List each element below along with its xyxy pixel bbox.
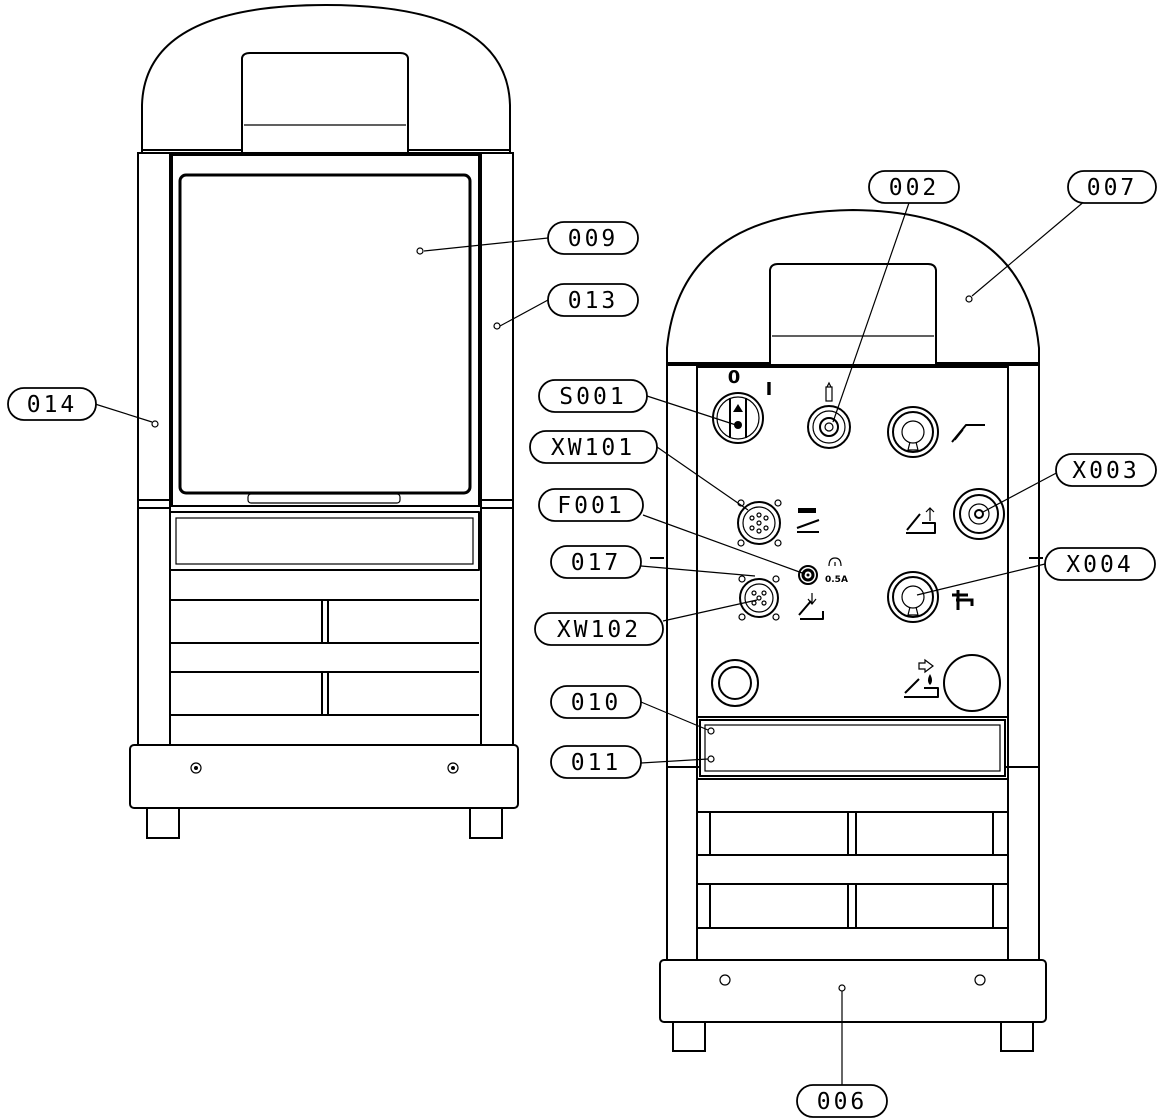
remote-control-icon [796,508,820,533]
callout-014: 014 [7,387,97,421]
output-socket-x004[interactable] [887,571,974,623]
svg-text:XW101: XW101 [551,435,635,461]
svg-text:017: 017 [571,550,622,576]
coolant-icon [904,658,939,698]
side-foot [469,807,503,839]
side-view-unit [129,3,519,839]
side-foot [146,807,180,839]
callout-011: 011 [550,745,642,779]
front-base-screw [719,974,731,986]
output-socket-x003[interactable] [906,488,1005,540]
side-panel [171,154,480,507]
callout-006: 006 [796,1084,888,1118]
callout-013: 013 [547,283,639,317]
callout-f001: F001 [538,488,644,522]
front-foot [1000,1021,1034,1052]
front-base [659,959,1047,1023]
coolant-inlet[interactable] [904,654,1001,712]
callout-xw101: XW101 [529,430,658,464]
control-socket-xw101[interactable] [737,499,820,547]
fuse-icon [828,557,842,567]
svg-text:X004: X004 [1066,552,1133,578]
callout-007: 007 [1067,170,1157,204]
callout-009: 009 [547,221,639,255]
main-switch[interactable]: 0 I [712,367,773,444]
coolant-outlet[interactable] [711,659,759,707]
svg-text:009: 009 [568,226,619,252]
svg-text:013: 013 [568,288,619,314]
fuse-holder[interactable]: 0.5A [798,557,848,585]
switch-on-label: I [766,379,773,400]
front-handle [769,263,937,366]
torch-connector[interactable] [887,406,985,458]
ground-clamp-icon [952,590,974,610]
torch-polarity-icon [906,507,936,534]
callout-010: 010 [550,685,642,719]
svg-text:F001: F001 [557,493,624,519]
callout-s001: S001 [538,379,648,413]
front-base-screw [974,974,986,986]
svg-text:011: 011 [571,750,622,776]
side-handle [241,52,409,156]
rating-plate [699,719,1006,777]
switch-off-label: 0 [728,367,741,388]
svg-text:010: 010 [571,690,622,716]
fuse-rating-label: 0.5A [825,575,848,585]
gas-connector[interactable] [807,381,851,449]
front-foot [672,1021,706,1052]
gas-bottle-icon [825,381,833,402]
mig-torch-icon [951,424,985,443]
front-view-unit: 0 I [650,208,1047,1052]
leader-lines [94,199,1087,1088]
callout-002: 002 [868,170,960,204]
callout-xw102: XW102 [534,612,664,646]
callout-017: 017 [550,545,642,579]
svg-text:002: 002 [889,175,940,201]
tig-torch-icon [798,593,824,620]
svg-text:007: 007 [1087,175,1138,201]
svg-text:X003: X003 [1072,458,1139,484]
svg-text:XW102: XW102 [557,617,641,643]
callout-x004: X004 [1044,547,1156,581]
svg-text:006: 006 [817,1089,868,1115]
control-socket-xw102[interactable] [738,575,824,621]
callout-x003: X003 [1055,453,1157,487]
svg-text:S001: S001 [559,384,626,410]
side-base [129,744,519,809]
svg-text:014: 014 [27,392,78,418]
